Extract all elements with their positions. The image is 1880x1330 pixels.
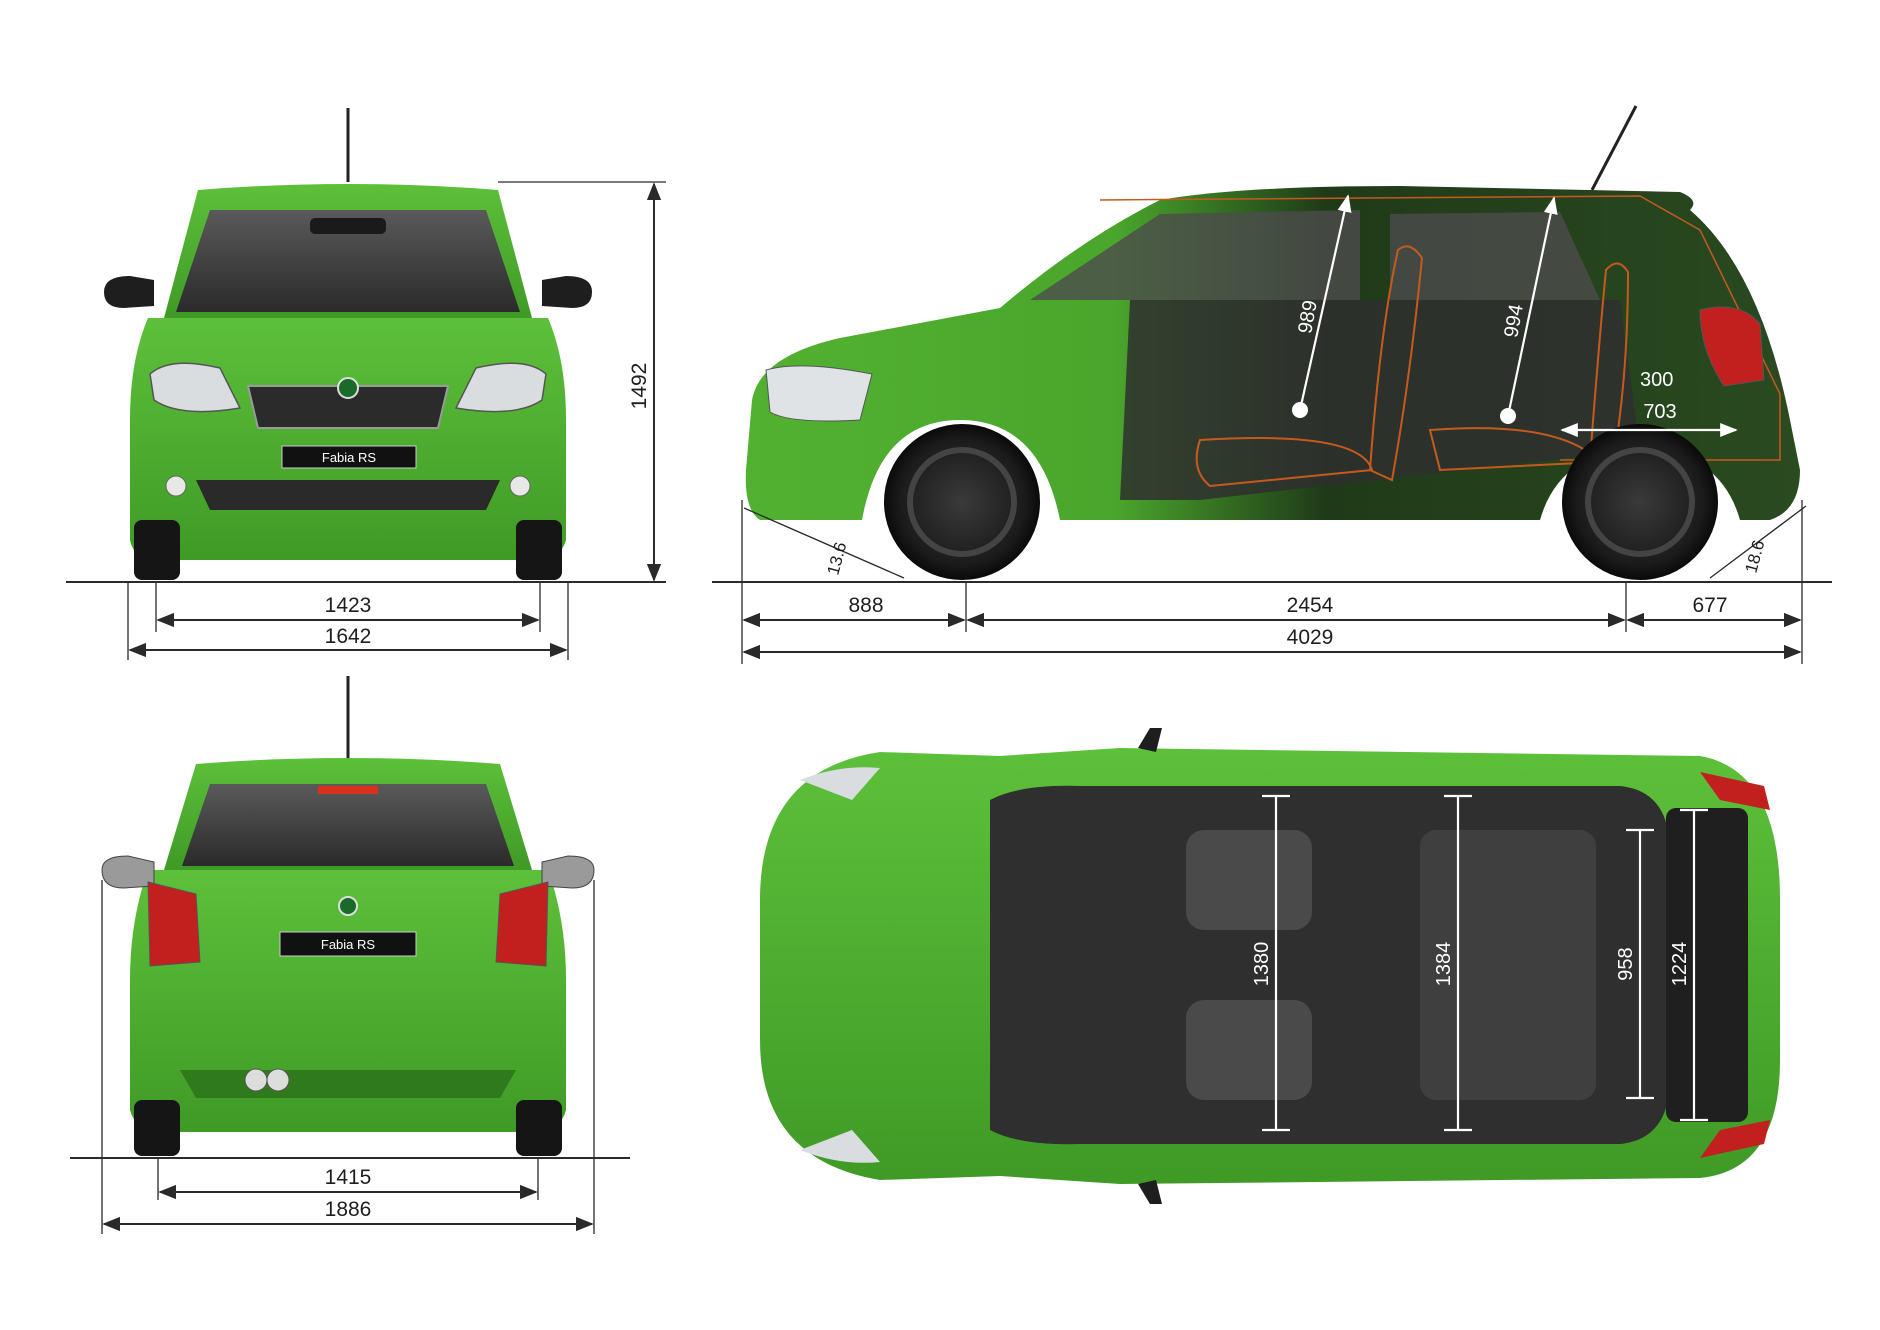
dim-approach-angle: 13.6 — [824, 540, 851, 577]
side-taillight — [1699, 306, 1765, 387]
dim-width-mirrors: 1886 — [325, 1198, 372, 1221]
side-windows — [1030, 210, 1360, 300]
dim-rear-track: 1415 — [325, 1166, 372, 1189]
rear-left-mirror — [101, 855, 155, 889]
rear-view: Fabia RS 1415 1886 — [70, 676, 630, 1234]
dim-rear-shoulder: 1384 — [1433, 942, 1455, 987]
rear-wheel — [1562, 424, 1718, 580]
top-view: 1380 1384 958 1224 — [760, 728, 1780, 1204]
front-wheel — [884, 424, 1040, 580]
right-mirror — [542, 276, 592, 308]
departure-angle-line — [1709, 505, 1807, 579]
dim-trunk-length: 703 — [1643, 401, 1676, 423]
dim-front-width: 1642 — [325, 625, 372, 648]
dim-rear-overhang: 677 — [1692, 594, 1727, 617]
driver-seat — [1186, 830, 1312, 930]
side-interior — [1120, 300, 1640, 500]
rear-plate-text: Fabia RS — [321, 937, 376, 952]
rear-body — [130, 870, 566, 1132]
front-lower-intake — [196, 480, 500, 510]
front-headroom-line — [1298, 194, 1352, 411]
rear-left-tire — [134, 1100, 180, 1156]
top-left-taillight — [1700, 772, 1770, 810]
left-fog-light — [165, 475, 187, 497]
front-seatback-outline — [1368, 245, 1424, 482]
rear-headroom-point — [1500, 408, 1516, 424]
exhaust-right — [266, 1068, 290, 1092]
top-left-mirror — [1138, 728, 1162, 752]
top-right-mirror — [1138, 1180, 1162, 1204]
dim-length: 4029 — [1287, 626, 1334, 649]
rear-right-taillight — [495, 881, 549, 967]
front-grille — [246, 385, 450, 429]
brake-light — [318, 786, 378, 794]
top-right-taillight — [1700, 1120, 1770, 1158]
dim-wheelbase: 2454 — [1287, 594, 1334, 617]
front-plate-text: Fabia RS — [322, 450, 377, 465]
left-mirror — [104, 276, 154, 308]
dim-height: 1492 — [628, 363, 651, 410]
passenger-seat — [1186, 1000, 1312, 1100]
rear-right-mirror — [541, 855, 595, 889]
right-fog-light — [509, 475, 531, 497]
rear-bumper — [180, 1070, 516, 1098]
front-left-tire — [134, 520, 180, 580]
front-license-plate — [281, 445, 417, 469]
dim-front-shoulder: 1380 — [1251, 942, 1273, 987]
dim-front-track: 1423 — [325, 594, 372, 617]
dim-trunk-height: 300 — [1640, 369, 1673, 391]
dim-trunk-width: 1224 — [1669, 942, 1691, 987]
rear-seatback-outline — [1588, 262, 1630, 470]
front-view: Fabia RS 1423 1642 1492 — [66, 108, 666, 660]
front-windshield — [176, 210, 520, 312]
rear-view-mirror — [310, 218, 386, 234]
rear-rim — [1585, 447, 1695, 557]
top-left-headlight — [800, 767, 880, 800]
dim-departure-angle: 18.6 — [1742, 538, 1769, 575]
dim-front-overhang: 888 — [848, 594, 883, 617]
rear-windshield — [182, 784, 514, 866]
left-headlight — [149, 362, 242, 413]
rear-logo-icon — [338, 896, 358, 916]
exhaust-left — [244, 1068, 268, 1092]
rear-headroom-line — [1506, 196, 1558, 417]
front-rim — [907, 447, 1017, 557]
right-headlight — [454, 362, 547, 413]
top-right-headlight — [800, 1130, 880, 1163]
front-seat-outline — [1195, 437, 1374, 488]
front-headroom-point — [1292, 402, 1308, 418]
rear-right-tire — [516, 1100, 562, 1156]
rear-bench — [1420, 830, 1596, 1100]
front-body — [130, 318, 566, 560]
front-right-tire — [516, 520, 562, 580]
side-headlight — [765, 365, 873, 422]
brand-logo-icon — [337, 377, 359, 399]
trunk-area — [1666, 808, 1748, 1122]
rear-license-plate — [279, 931, 417, 957]
rear-left-taillight — [147, 881, 201, 967]
side-antenna — [1590, 105, 1638, 191]
approach-angle-line — [743, 507, 905, 579]
side-view: 989 994 300 703 13.6 18.6 888 2454 677 4… — [712, 105, 1832, 664]
dim-trunk-inner: 958 — [1615, 947, 1637, 980]
